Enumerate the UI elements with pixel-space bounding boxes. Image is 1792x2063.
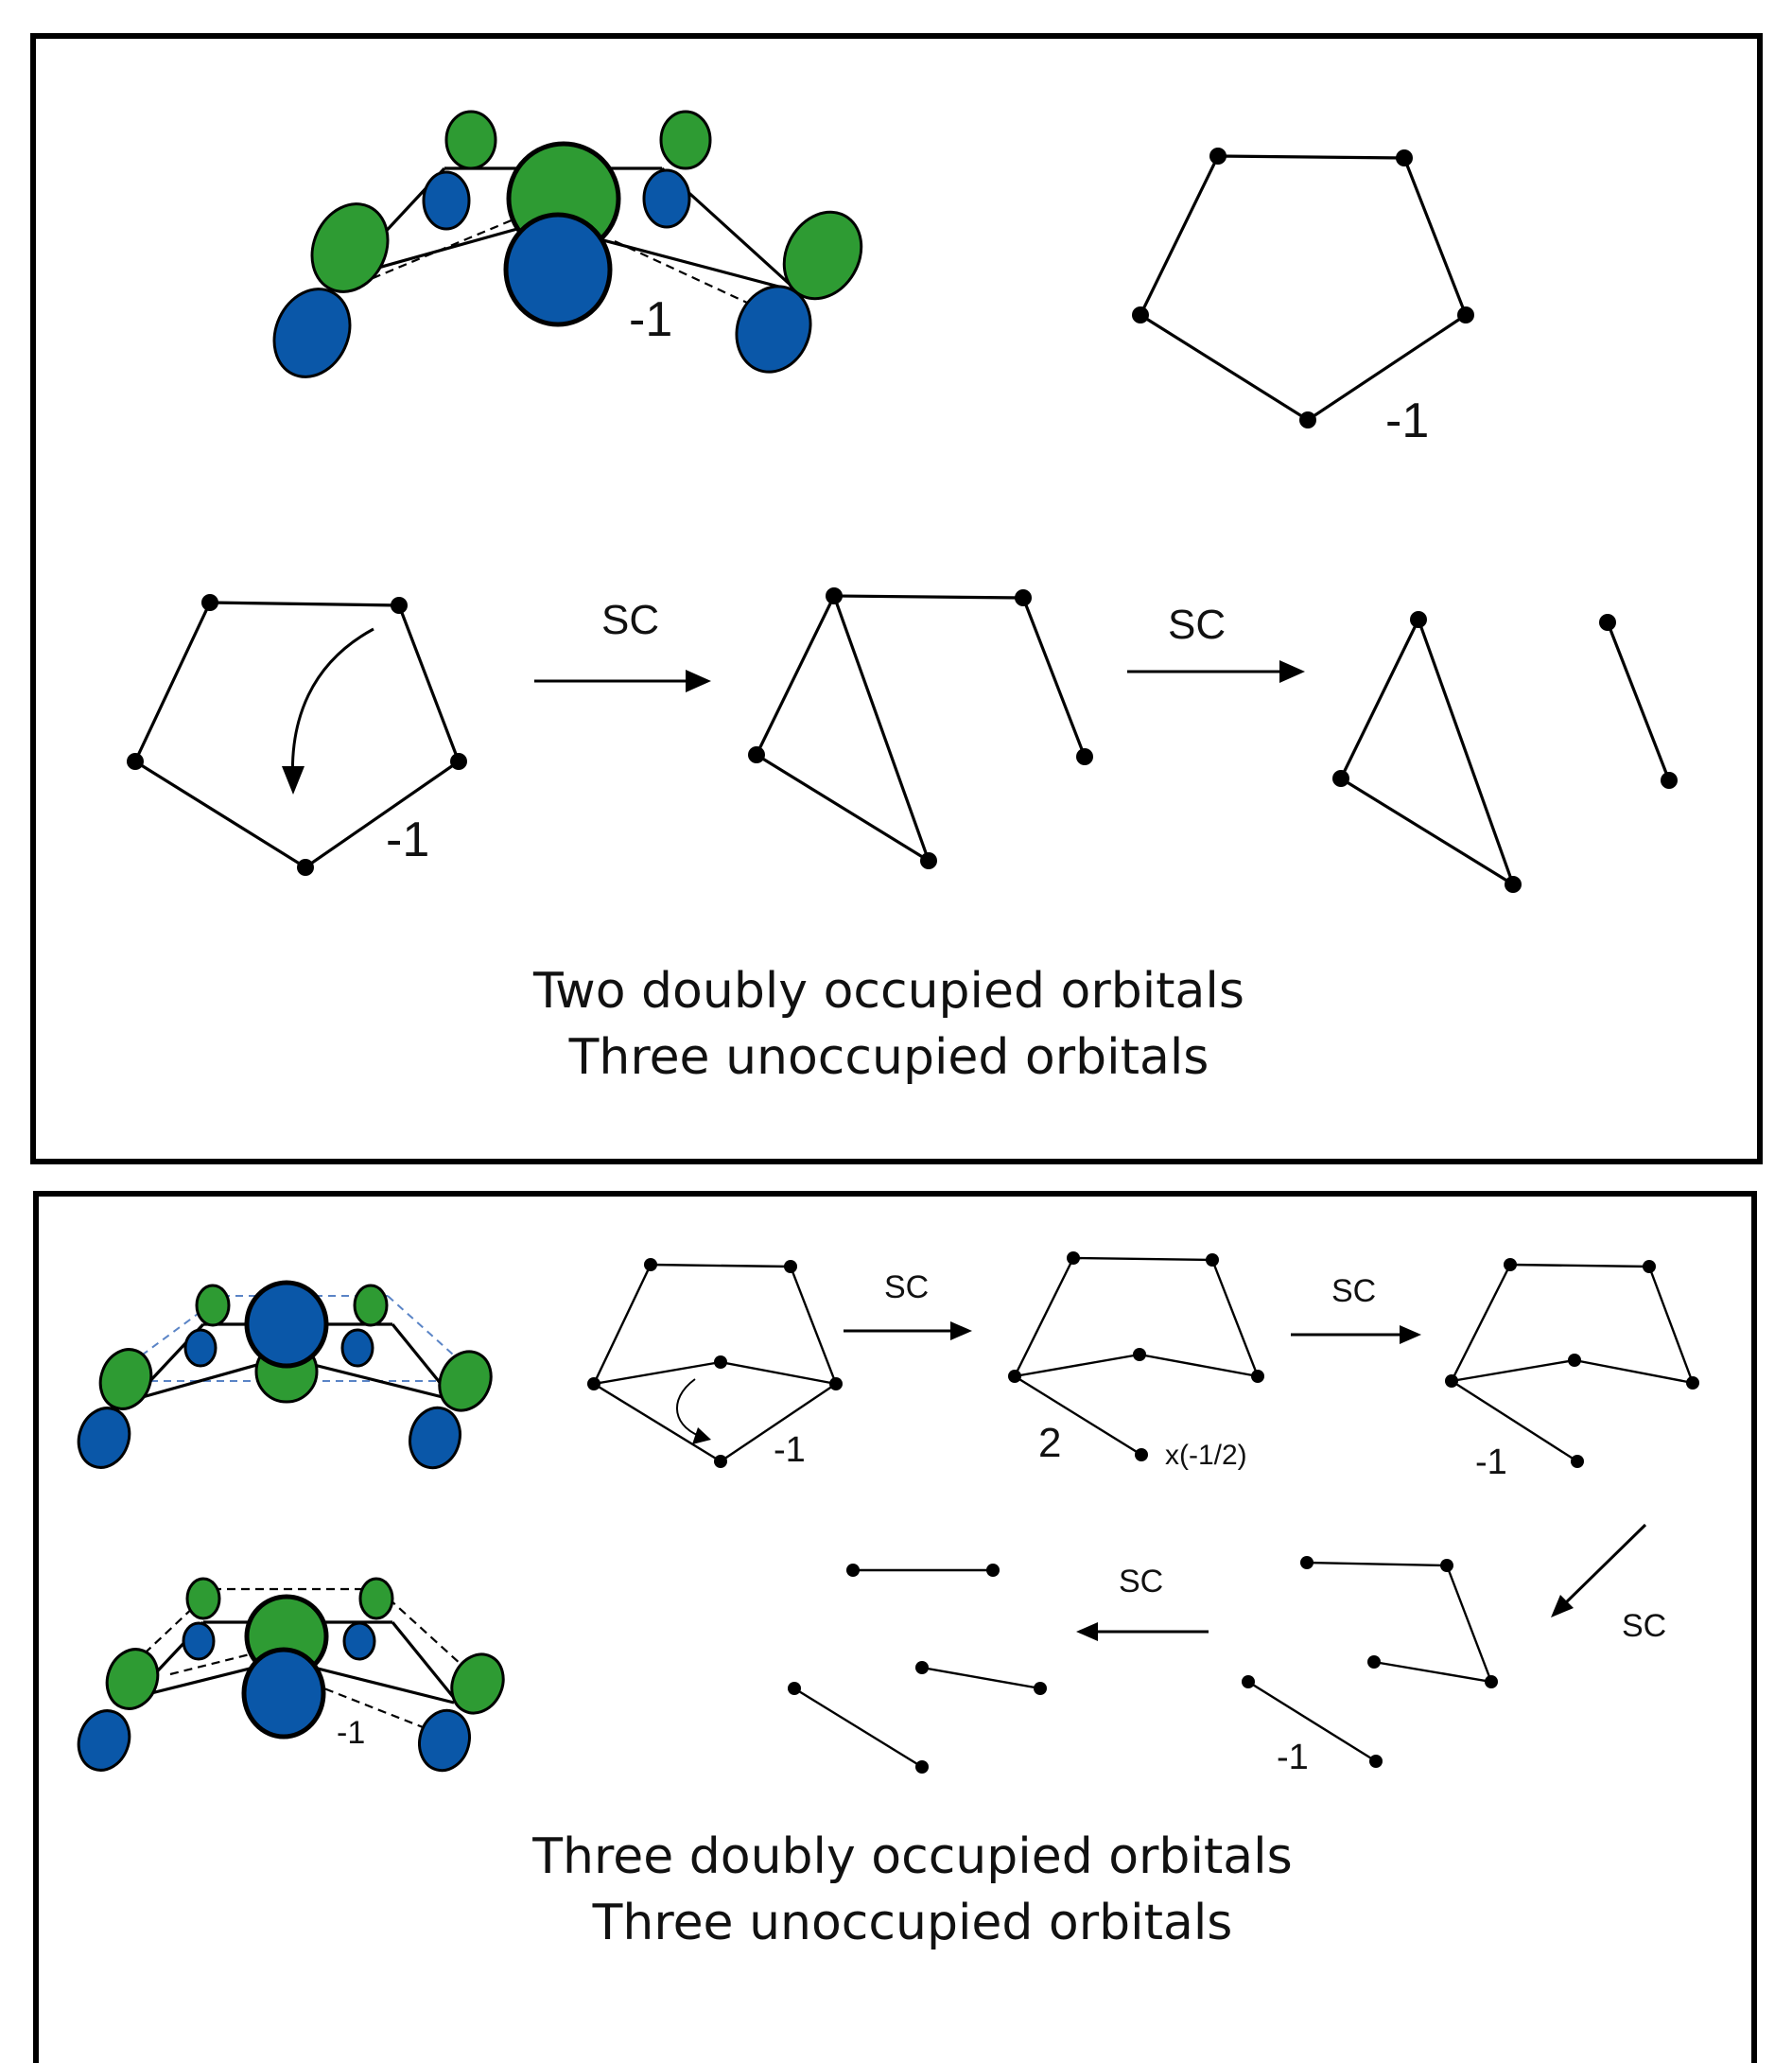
green-lobe [444, 110, 497, 170]
blue-lobe [409, 1406, 461, 1470]
blue-lobe [182, 1621, 216, 1661]
sc-arrow [844, 1321, 972, 1340]
charge-label: -1 [629, 292, 672, 347]
graph-step1 [748, 587, 1093, 869]
sc-label: SC [1331, 1273, 1376, 1309]
blue-lobe [418, 1708, 471, 1773]
orbital-diagram-2 [77, 1577, 505, 1773]
blue-lobe [183, 1328, 217, 1368]
blue-lobe [642, 168, 691, 229]
weight-label: 2 [1038, 1420, 1061, 1466]
charge-label: -1 [1475, 1442, 1507, 1482]
graph-bottom-step0 [587, 1258, 843, 1468]
green-lobe [105, 1648, 160, 1710]
charge-label: -1 [386, 813, 429, 867]
blue-lobe [272, 288, 352, 378]
charge-label: -1 [1385, 393, 1429, 448]
sc-label: SC [1168, 602, 1226, 648]
sc-label: SC [1622, 1608, 1666, 1644]
green-lobe [438, 1350, 493, 1412]
caption-line: Three doubly occupied orbitals [531, 1828, 1292, 1885]
green-lobe [450, 1652, 505, 1715]
green-lobe [98, 1348, 153, 1410]
green-lobe [195, 1284, 231, 1327]
sc-label: SC [601, 597, 659, 643]
sc-arrow [1551, 1523, 1647, 1617]
pentagon-step0 [127, 594, 467, 876]
pentagon-top-right [1132, 148, 1474, 428]
green-lobe [185, 1577, 221, 1620]
blue-lobe-central [241, 1647, 326, 1740]
green-lobe [310, 202, 390, 293]
sc-arrow [534, 670, 711, 692]
charge-label: -1 [774, 1430, 806, 1470]
caption-line: Two doubly occupied orbitals [532, 963, 1244, 1020]
top-panel-frame [30, 33, 1763, 1164]
blue-lobe [422, 170, 471, 231]
bottom-panel-frame [33, 1191, 1757, 2063]
blue-lobe [342, 1621, 376, 1661]
graph-bottom-step4 [788, 1564, 1047, 1774]
top-orbital-diagram [272, 110, 863, 378]
sc-arrow [1127, 660, 1305, 683]
charge-label: -1 [1277, 1738, 1309, 1777]
green-lobe [358, 1577, 394, 1620]
factor-label: x(-1/2) [1165, 1440, 1247, 1471]
sc-label: SC [1119, 1564, 1163, 1600]
orbital-diagram-1 [77, 1280, 493, 1470]
graph-step2 [1332, 611, 1678, 893]
green-lobe [659, 110, 712, 170]
sc-arrow [1076, 1622, 1209, 1641]
charge-label: -1 [337, 1715, 365, 1751]
caption-line: Three unoccupied orbitals [592, 1895, 1233, 1951]
blue-lobe [340, 1328, 374, 1368]
blue-lobe-central [244, 1280, 329, 1369]
blue-lobe [77, 1709, 131, 1772]
blue-lobe [735, 285, 812, 374]
graph-bottom-step3 [1242, 1556, 1498, 1768]
graph-bottom-step1 [1008, 1251, 1264, 1461]
green-lobe [353, 1284, 389, 1327]
blue-lobe [77, 1407, 131, 1469]
sc-arrow [1291, 1325, 1421, 1344]
caption-line: Three unoccupied orbitals [568, 1029, 1209, 1086]
blue-lobe-central [503, 212, 613, 327]
graph-bottom-step2 [1445, 1258, 1699, 1468]
sc-label: SC [884, 1269, 929, 1305]
